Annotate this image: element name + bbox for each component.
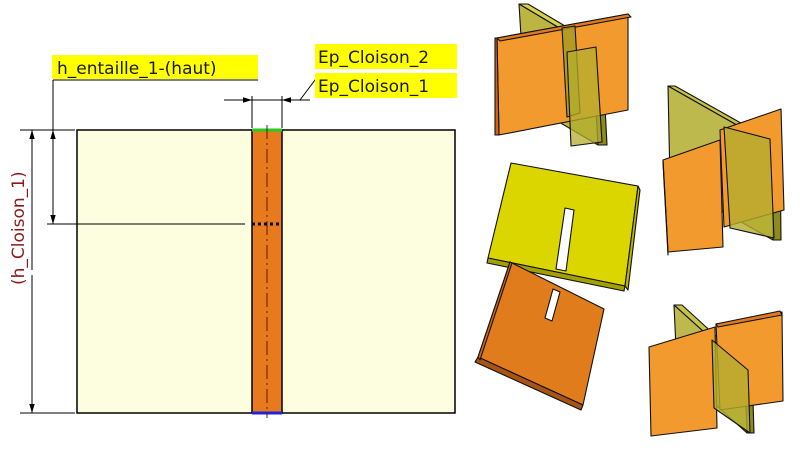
- assembly-view-2: [662, 85, 785, 256]
- label-h-entaille-text: h_entaille_1-(haut): [57, 59, 217, 79]
- dimension-notch-height: [47, 79, 258, 225]
- label-ep-cloison-1: Ep_Cloison_1: [315, 73, 457, 98]
- label-h-cloison: (h_Cloison_1): [9, 171, 29, 285]
- label-h-entaille: h_entaille_1-(haut): [52, 55, 258, 79]
- assembly-view-1: [494, 3, 632, 147]
- dimension-thickness: [224, 75, 319, 128]
- label-ep-cloison-2-text: Ep_Cloison_2: [318, 48, 429, 68]
- dimension-total-height: [20, 129, 75, 414]
- label-ep-cloison-1-text: Ep_Cloison_1: [318, 77, 429, 97]
- assembly-view-3: [648, 304, 784, 437]
- front-view: [76, 125, 456, 418]
- label-ep-cloison-2: Ep_Cloison_2: [315, 44, 457, 69]
- exploded-view: [474, 162, 641, 411]
